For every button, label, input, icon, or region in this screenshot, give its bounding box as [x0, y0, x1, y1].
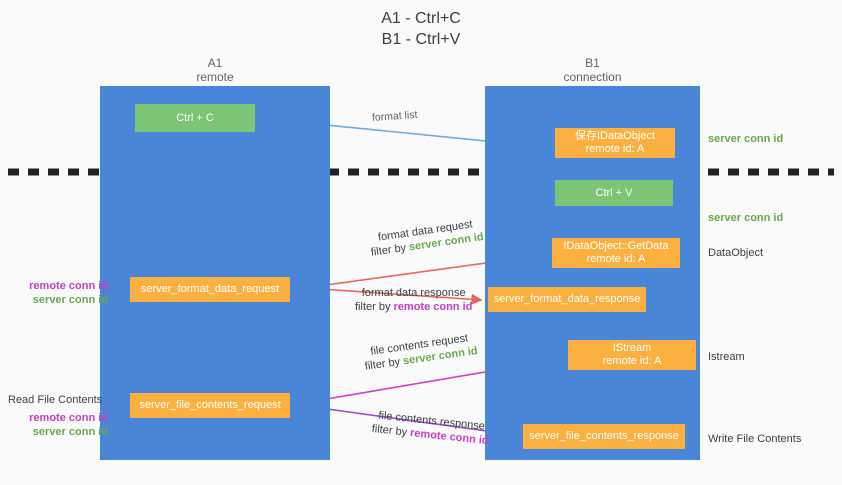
filter-prefix: filter by — [370, 241, 410, 259]
box-server-file-contents-request[interactable]: server_file_contents_request — [130, 393, 290, 418]
right-label-server-conn-id-top: server conn id — [708, 133, 784, 145]
box-ctrl-v[interactable]: Ctrl + V — [555, 180, 673, 206]
left-label-remote-conn-id-2: remote conn id — [29, 412, 108, 424]
diagram-title: A1 - Ctrl+C B1 - Ctrl+V — [0, 8, 842, 50]
column-header-a1: A1 remote — [100, 56, 330, 84]
filter-prefix: filter by — [364, 355, 404, 373]
column-b1-role: connection — [563, 70, 622, 84]
box-server-format-data-response[interactable]: server_format_data_response — [488, 287, 646, 312]
column-b1-name: B1 — [585, 56, 600, 70]
title-line-2: B1 - Ctrl+V — [381, 31, 461, 48]
column-a1-role: remote — [196, 70, 234, 84]
box-ctrl-v-label: Ctrl + V — [595, 186, 633, 199]
left-label-conn-ids-top: remote conn id server conn id — [8, 279, 108, 307]
left-label-remote-conn-id-1: remote conn id — [29, 280, 108, 292]
filter-value-remote-conn-id: remote conn id — [393, 301, 473, 313]
arrow-label-format-data-request: format data request filter by server con… — [368, 216, 485, 260]
box-save-idataobject-label: 保存IDataObject — [574, 130, 656, 142]
arrow-label-file-contents-request: file contents request filter by server c… — [362, 330, 479, 374]
arrow-label-format-data-response: format data response filter by remote co… — [355, 286, 472, 314]
box-ctrl-c[interactable]: Ctrl + C — [135, 104, 255, 132]
right-label-write-file-contents: Write File Contents — [708, 433, 802, 445]
filter-prefix: filter by — [355, 301, 394, 313]
box-istream[interactable]: IStream remote id: A — [568, 340, 696, 370]
box-server-format-data-request[interactable]: server_format_data_request — [130, 277, 290, 302]
filter-prefix: filter by — [371, 422, 411, 439]
box-server-file-contents-request-label: server_file_contents_request — [139, 399, 281, 411]
box-istream-label: IStream — [612, 342, 652, 354]
column-a1-name: A1 — [207, 56, 223, 70]
column-header-b1: B1 connection — [485, 56, 700, 84]
box-idataobject-getdata-label: IDataObject::GetData — [563, 240, 669, 252]
box-save-idataobject-sub: remote id: A — [585, 143, 645, 155]
box-istream-sub: remote id: A — [602, 355, 662, 367]
box-server-format-data-response-label: server_format_data_response — [493, 293, 641, 305]
right-label-istream: Istream — [708, 351, 745, 363]
box-idataobject-getdata-sub: remote id: A — [586, 253, 646, 265]
arrow-label-file-contents-response: file contents response filter by remote … — [371, 408, 491, 448]
left-label-server-conn-id-1: server conn id — [32, 294, 108, 306]
left-label-server-conn-id-2: server conn id — [32, 426, 108, 438]
right-label-dataobject: DataObject — [708, 247, 764, 259]
arrow-label-format-data-response-filter: filter by remote conn id — [355, 300, 472, 314]
right-label-server-conn-id-mid: server conn id — [708, 212, 784, 224]
title-line-1: A1 - Ctrl+C — [381, 10, 461, 27]
box-server-file-contents-response[interactable]: server_file_contents_response — [523, 424, 685, 449]
arrow-label-format-data-response-line1: format data response — [361, 287, 466, 299]
box-server-file-contents-response-label: server_file_contents_response — [529, 430, 679, 442]
left-label-read-file-contents: Read File Contents — [8, 394, 103, 406]
arrow-label-format-list: format list — [371, 108, 418, 124]
box-save-idataobject[interactable]: 保存IDataObject remote id: A — [555, 128, 675, 158]
box-idataobject-getdata[interactable]: IDataObject::GetData remote id: A — [552, 238, 680, 268]
box-ctrl-c-label: Ctrl + C — [176, 111, 214, 124]
left-label-conn-ids-bottom: remote conn id server conn id — [8, 411, 108, 439]
box-server-format-data-request-label: server_format_data_request — [140, 283, 280, 295]
